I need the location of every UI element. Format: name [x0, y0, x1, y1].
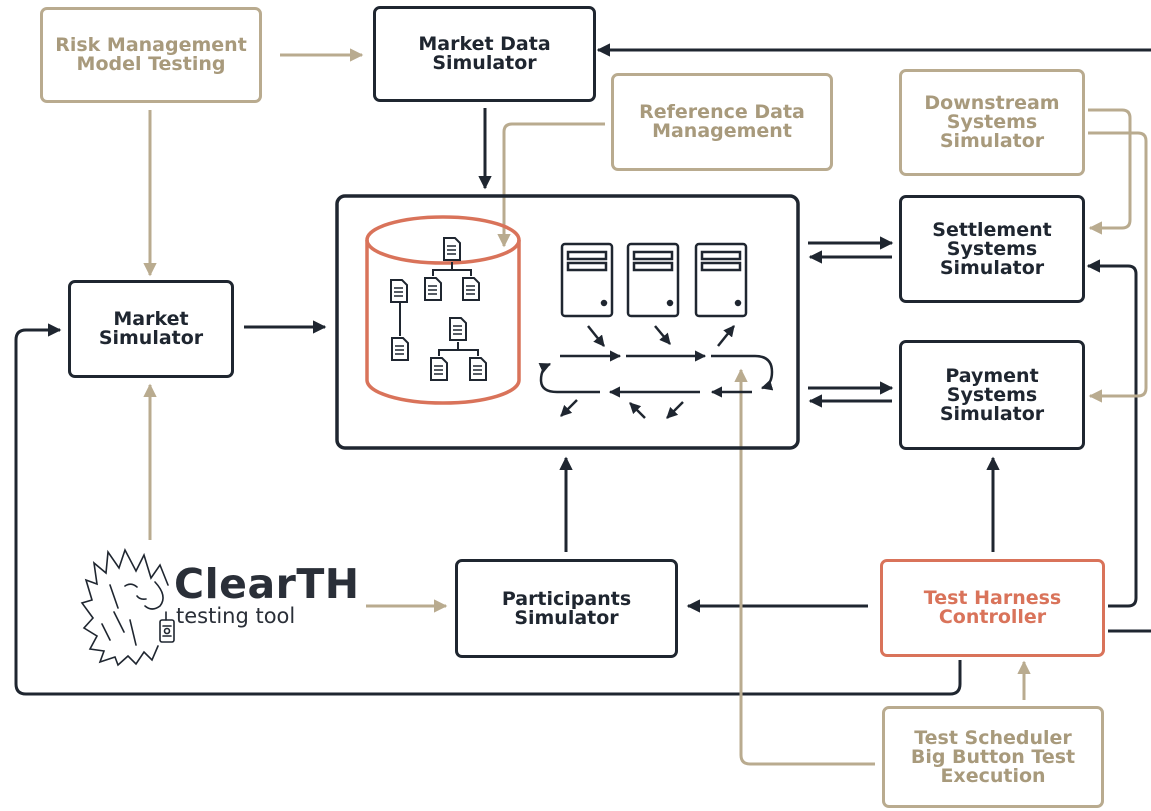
market-simulator-box: Market Simulator [68, 280, 234, 378]
payment-systems-simulator-box: Payment Systems Simulator [899, 340, 1085, 450]
box-label-line: Systems [946, 237, 1038, 260]
document-tree-icon [399, 262, 479, 356]
box-label-line: Management [652, 120, 792, 142]
database-icon [365, 215, 521, 405]
downstream-systems-simulator-box: Downstream Systems Simulator [899, 69, 1085, 176]
box-label-line: Test Scheduler [914, 726, 1072, 749]
settlement-systems-simulator-box: Settlement Systems Simulator [899, 195, 1085, 303]
box-label-line: Simulator [939, 130, 1045, 152]
arrow-scheduler-to-core-ring [734, 368, 875, 766]
box-label-line: Big Button Test [910, 745, 1076, 768]
box-label-line: Simulator [939, 402, 1045, 425]
server-icons [560, 242, 748, 318]
arrow-harness-loop-to-market-sim [14, 323, 962, 696]
arrow-downstream-to-payment [1088, 131, 1148, 403]
server-icon [694, 242, 748, 318]
hedgehog-logo-icon [80, 547, 175, 667]
box-label-line: Market [113, 308, 189, 330]
box-label-line: Systems [946, 383, 1038, 406]
box-label-line: Risk Management [55, 34, 247, 56]
test-scheduler-box: Test Scheduler Big Button Test Execution [882, 706, 1104, 808]
arrow-reference-to-db [497, 122, 605, 248]
box-label-line: Settlement [932, 218, 1052, 241]
box-label-line: Model Testing [76, 53, 226, 75]
box-label-line: Execution [940, 764, 1046, 787]
process-flow-ring-icon [538, 325, 774, 419]
arrow-harness-to-settlement [1086, 259, 1138, 608]
box-label-line: Simulator [432, 52, 537, 74]
server-icon [626, 242, 680, 318]
box-label-line: Payment [945, 364, 1039, 387]
box-label-line: Systems [946, 111, 1038, 133]
logo-name: ClearTH [174, 560, 360, 608]
test-harness-controller-box: Test Harness Controller [880, 559, 1105, 657]
box-label-line: Simulator [939, 256, 1045, 279]
box-label-line: Participants [501, 587, 632, 610]
risk-management-model-testing-box: Risk Management Model Testing [40, 7, 262, 103]
arrow-downstream-to-settlement [1088, 108, 1132, 235]
document-icons [390, 237, 487, 381]
server-icon [560, 242, 614, 318]
box-label-line: Test Harness [923, 587, 1062, 609]
box-label-line: Simulator [514, 606, 619, 629]
box-label-line: Simulator [98, 327, 204, 349]
core-system-box [335, 194, 800, 450]
reference-data-management-box: Reference Data Management [611, 73, 833, 171]
box-label-line: Market Data [418, 33, 551, 55]
box-label-line: Reference Data [639, 101, 805, 123]
logo-subtitle: testing tool [176, 604, 296, 628]
participants-simulator-box: Participants Simulator [455, 559, 678, 658]
market-data-simulator-box: Market Data Simulator [373, 6, 596, 102]
box-label-line: Controller [938, 606, 1047, 628]
box-label-line: Downstream [924, 92, 1060, 114]
